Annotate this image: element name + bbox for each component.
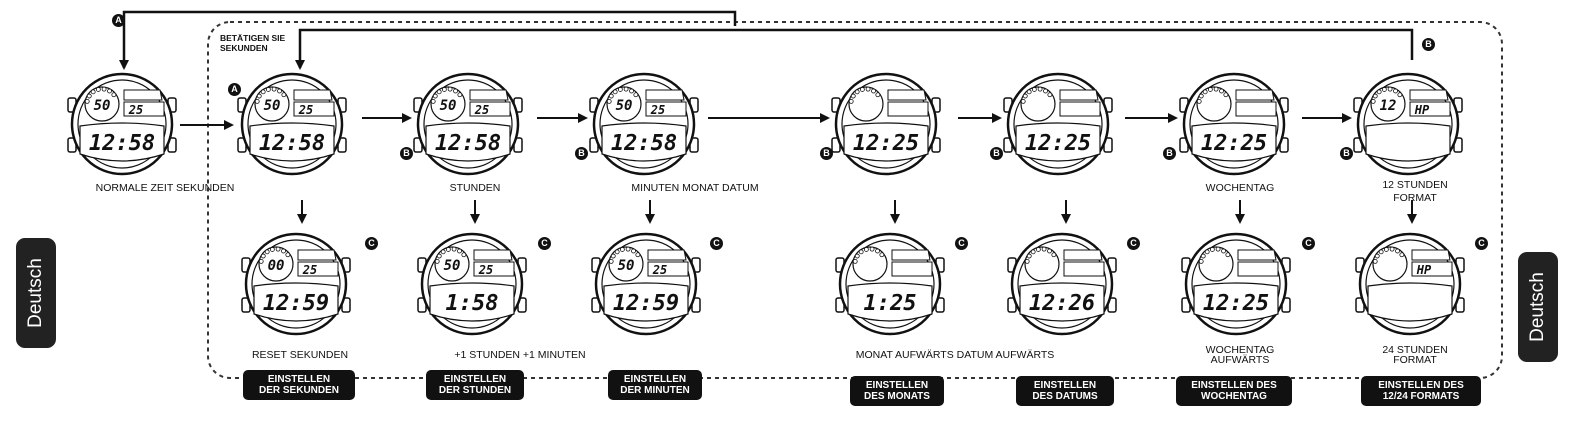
button-b-marker-1: B — [400, 147, 413, 160]
watch-top-3: 50 25 12:58 — [412, 68, 524, 180]
watch-time-digits: 12:59 — [263, 291, 329, 316]
tab-set-12-24-format: EINSTELLEN DES 12/24 FORMATS — [1361, 376, 1481, 406]
watch-top-4: 50 25 12:58 — [588, 68, 700, 180]
button-c-marker-4: C — [955, 237, 968, 250]
watch-time-digits: 1:25 — [864, 291, 917, 316]
button-c-marker-3: C — [710, 237, 723, 250]
watch-dial-digits: 00 — [268, 258, 285, 274]
watch-bottom-5: 12:26 — [1006, 228, 1118, 340]
watch-date-digits: HP — [1416, 263, 1432, 277]
label-hours: STUNDEN — [449, 182, 501, 194]
button-b-marker-2: B — [575, 147, 588, 160]
button-b-marker-6: B — [1340, 147, 1353, 160]
watch-bottom-6: 12:25 — [1180, 228, 1292, 340]
watch-time-digits: 12:26 — [1029, 291, 1095, 316]
tab-set-date: EINSTELLEN DES DATUMS — [1016, 376, 1114, 406]
label-12h-format: 12 STUNDEN FORMAT — [1382, 179, 1448, 204]
watch-date-digits: 25 — [650, 103, 665, 117]
tab-set-hours: EINSTELLEN DER STUNDEN — [426, 370, 524, 400]
watch-time-digits: 12:58 — [89, 131, 155, 156]
watch-date-digits: 25 — [478, 263, 493, 277]
tab-set-seconds: EINSTELLEN DER SEKUNDEN — [243, 370, 355, 400]
arrow-a-return — [119, 10, 737, 70]
watch-time-digits: 12:58 — [435, 131, 501, 156]
watch-bottom-4: 1:25 — [834, 228, 946, 340]
watch-bottom-3: 50 25 12:59 — [590, 228, 702, 340]
watch-time-digits: 12:25 — [853, 131, 919, 156]
tab-set-month: EINSTELLEN DES MONATS — [850, 376, 944, 406]
watch-dial-digits: 50 — [616, 98, 633, 114]
button-a-marker-return: A — [112, 14, 125, 27]
watch-date-digits: 25 — [652, 263, 667, 277]
watch-dial-digits: 50 — [444, 258, 461, 274]
watch-dial-digits: 50 — [440, 98, 457, 114]
watch-bottom-1: 00 25 12:59 — [240, 228, 352, 340]
header-note: BETÄTIGEN SIE SEKUNDEN — [220, 33, 286, 53]
button-b-marker-5: B — [1163, 147, 1176, 160]
watch-top-2: 50 25 12:58 — [236, 68, 348, 180]
button-c-marker-6: C — [1302, 237, 1315, 250]
watch-date-digits: 25 — [128, 103, 143, 117]
label-month-date-up: MONAT AUFWÄRTS DATUM AUFWÄRTS — [855, 349, 1055, 361]
watch-top-6: 12:25 — [1002, 68, 1114, 180]
watch-time-digits: 12:58 — [611, 131, 677, 156]
watch-dial-digits: 12 — [1380, 98, 1397, 114]
button-c-marker-2: C — [538, 237, 551, 250]
watch-top-7: 12:25 — [1178, 68, 1290, 180]
watch-bottom-7: HP — [1354, 228, 1466, 340]
watch-top-5: 12:25 — [830, 68, 942, 180]
arrow-b-return — [295, 28, 1414, 70]
button-a-marker: A — [228, 83, 241, 96]
watch-top-1: 50 25 12:58 — [66, 68, 178, 180]
watch-dial-digits: 50 — [94, 98, 111, 114]
label-plus-hours-minutes: +1 STUNDEN +1 MINUTEN — [454, 349, 586, 361]
watch-date-digits: 25 — [298, 103, 313, 117]
watch-date-digits: 25 — [474, 103, 489, 117]
label-reset-seconds: RESET SEKUNDEN — [251, 349, 349, 361]
button-c-marker-5: C — [1127, 237, 1140, 250]
watch-time-digits: 12:59 — [613, 291, 679, 316]
button-c-marker-7: C — [1475, 237, 1488, 250]
side-tab-right: Deutsch — [1518, 252, 1558, 362]
watch-dial-digits: 50 — [618, 258, 635, 274]
label-weekday: WOCHENTAG — [1205, 182, 1275, 194]
watch-time-digits: 1:58 — [446, 291, 499, 316]
label-minutes-month-date: MINUTEN MONAT DATUM — [631, 182, 759, 194]
label-normal-time: NORMALE ZEIT SEKUNDEN — [95, 182, 235, 194]
watch-bottom-2: 50 25 1:58 — [416, 228, 528, 340]
watch-time-digits: 12:25 — [1201, 131, 1267, 156]
tab-set-minutes: EINSTELLEN DER MINUTEN — [608, 370, 702, 400]
tab-set-weekday: EINSTELLEN DES WOCHENTAG — [1176, 376, 1292, 406]
button-c-marker-1: C — [365, 237, 378, 250]
watch-time-digits: 12:25 — [1025, 131, 1091, 156]
watch-time-digits: 12:58 — [259, 131, 325, 156]
label-24h-format: 24 STUNDEN FORMAT — [1382, 344, 1448, 366]
side-tab-left: Deutsch — [16, 238, 56, 348]
watch-date-digits: 25 — [302, 263, 317, 277]
setting-mode-frame — [207, 21, 1503, 379]
button-b-marker-4: B — [990, 147, 1003, 160]
watch-date-digits: HP — [1414, 103, 1430, 117]
watch-top-8: 12 HP — [1352, 68, 1464, 180]
button-b-marker-return: B — [1422, 38, 1435, 51]
button-b-marker-3: B — [820, 147, 833, 160]
watch-time-digits: 12:25 — [1203, 291, 1269, 316]
watch-dial-digits: 50 — [264, 98, 281, 114]
label-weekday-up: WOCHENTAG AUFWÄRTS — [1205, 344, 1275, 366]
